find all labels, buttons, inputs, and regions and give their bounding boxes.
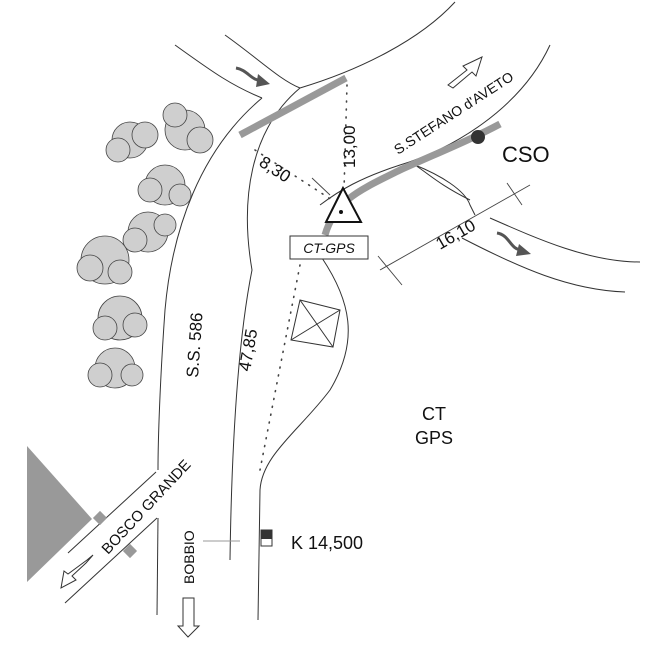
dim-tick [311, 177, 331, 196]
tree-icon [92, 295, 148, 341]
dotted-line-13 [343, 84, 348, 191]
road-east-lower [489, 217, 641, 263]
road-ss586-right-edge [299, 1, 456, 89]
dim-tick [506, 182, 523, 206]
road-ss586-inner [229, 87, 301, 561]
km-marker-label: K 14,500 [291, 533, 363, 553]
dotted-line-830 [254, 149, 333, 201]
distance-830: 8,30 [256, 152, 294, 186]
dim-line-1610 [379, 184, 531, 271]
trees [76, 102, 214, 389]
tree-icon [76, 235, 133, 285]
stream-edge [174, 44, 263, 99]
road-ss586-label: S.S. 586 [183, 312, 207, 378]
road-east-upper [414, 164, 476, 216]
gps-station-center [339, 210, 343, 214]
gps-label: GPS [415, 428, 453, 448]
road-bosco-edge [67, 471, 157, 554]
building-triangle [27, 446, 92, 582]
road-lower-edge [257, 257, 349, 621]
tree-icon [137, 164, 192, 207]
stream-edge [224, 34, 301, 89]
distance-13: 13,00 [340, 125, 359, 168]
cso-point-icon [471, 130, 485, 144]
tree-icon [122, 211, 177, 253]
road-ss586-left-lower [156, 517, 159, 616]
cso-label: CSO [502, 142, 550, 167]
tree-icon [105, 121, 159, 163]
station-label: CT-GPS [303, 240, 355, 256]
dotted-line-4785 [259, 264, 301, 471]
road-bosco-edge [64, 517, 158, 604]
gps-station-triangle-icon [324, 185, 363, 223]
building-icon [290, 299, 341, 348]
distance-4785: 47,85 [235, 327, 261, 372]
station-label-box [289, 235, 369, 260]
direction-arrow-northeast-icon [447, 56, 483, 89]
side-road-line [414, 164, 471, 201]
dim-tick [377, 255, 403, 286]
tree-icon [162, 102, 214, 154]
stream-arrow-east-head [516, 244, 531, 256]
distance-1610: 16,10 [433, 216, 479, 254]
building-small [122, 543, 138, 559]
direction-arrow-south-icon [176, 597, 201, 638]
road-east-lower2 [461, 237, 626, 293]
tree-icon [87, 347, 144, 389]
km-marker-top [261, 530, 272, 539]
ct-label: CT [422, 404, 446, 424]
direction-arrow-southwest-icon [60, 554, 94, 589]
bobbio-label: BOBBIO [181, 530, 197, 584]
building-small [92, 510, 108, 526]
stream-arrow-head [256, 74, 270, 87]
road-ss586-left-edge [157, 97, 263, 471]
road-highlight-north [238, 74, 348, 139]
